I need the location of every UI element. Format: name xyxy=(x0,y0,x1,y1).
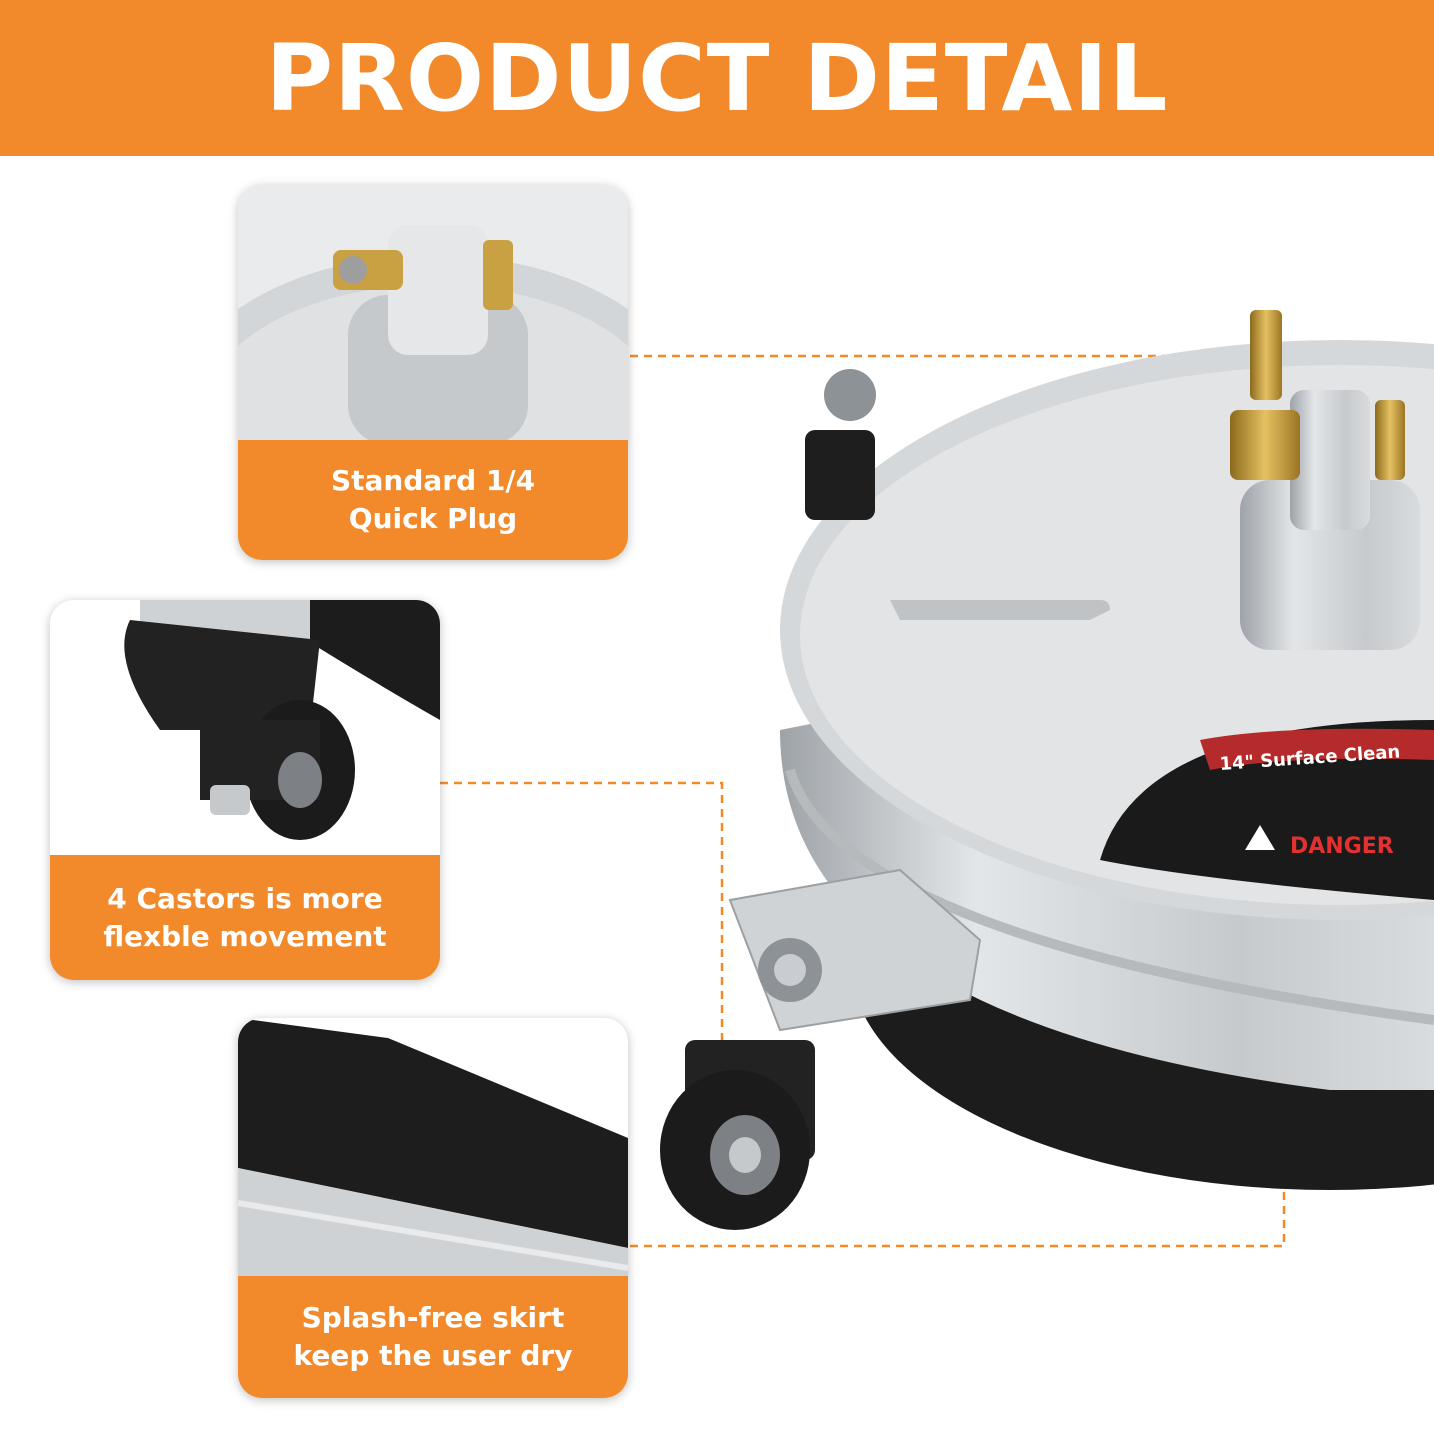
feature-card-skirt: Splash-free skirt keep the user dry xyxy=(238,1018,628,1398)
feature-label-castors: 4 Castors is more flexble movement xyxy=(50,855,440,980)
feature-card-castors: 4 Castors is more flexble movement xyxy=(50,600,440,980)
feature-card-quick-plug: Standard 1/4 Quick Plug xyxy=(238,185,628,560)
spindle-top xyxy=(1290,390,1370,530)
feature-label-quick-plug: Standard 1/4 Quick Plug xyxy=(238,440,628,560)
page-title: PRODUCT DETAIL xyxy=(265,24,1169,132)
spindle-base xyxy=(1240,480,1420,650)
warning-triangle-icon xyxy=(1245,825,1275,850)
warning-sticker xyxy=(1100,720,1434,900)
feature-text-castors: 4 Castors is more flexble movement xyxy=(103,881,387,953)
quick-plug-fitting xyxy=(1250,310,1282,400)
surface-cleaner-image: 14" Surface Clean DANGER xyxy=(660,310,1434,1230)
rear-castor-nut xyxy=(824,369,876,421)
header-banner: PRODUCT DETAIL xyxy=(0,0,1434,156)
feature-text-quick-plug: Standard 1/4 Quick Plug xyxy=(330,464,536,535)
sticker-warning: DANGER xyxy=(1290,834,1394,859)
skirt-photo xyxy=(238,1018,628,1276)
feature-label-skirt: Splash-free skirt keep the user dry xyxy=(238,1276,628,1398)
castor-photo xyxy=(50,600,440,860)
leader-line-castor xyxy=(440,781,724,1140)
leader-line-skirt xyxy=(630,1180,1286,1248)
feature-text-skirt: Splash-free skirt keep the user dry xyxy=(293,1301,573,1372)
quick-plug-photo xyxy=(238,185,628,440)
